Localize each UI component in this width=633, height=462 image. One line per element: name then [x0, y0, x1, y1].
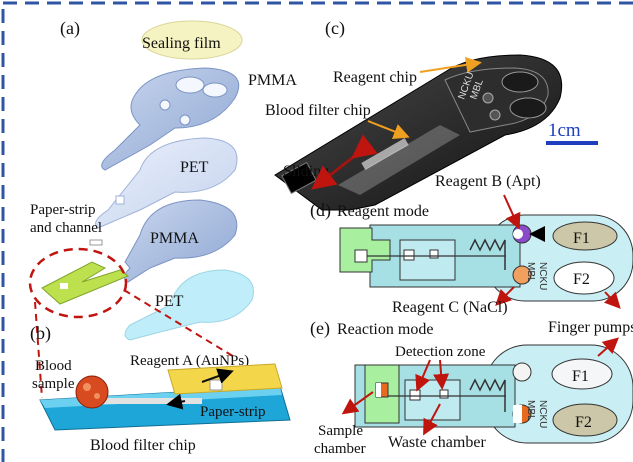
chip-photo-hole-1: [501, 71, 539, 93]
reaction-mode-f2: F2: [575, 414, 592, 431]
sample-chamber-label-1: Sample: [318, 423, 363, 439]
chip-photo-hole-2: [509, 97, 547, 119]
detection-zone-arrow-1: [415, 359, 431, 392]
reagent-mode-f2: F2: [573, 271, 590, 288]
green-paper-strip: [41, 261, 130, 305]
reagent-chip-arrow: [419, 56, 482, 73]
f2-arrow: [603, 291, 621, 309]
pmma-top-label: PMMA: [248, 72, 297, 89]
reagent-c-arrow: [495, 286, 515, 306]
pet-bottom-layer: [124, 269, 254, 341]
reagent-mode-f1: F1: [573, 230, 590, 247]
reaction-mode-label: Reaction mode: [337, 321, 433, 338]
reagent-a-label: Reagent A (AuNPs): [130, 353, 249, 369]
green-strip-window: [60, 283, 68, 289]
zoom-ellipse: [28, 247, 128, 319]
panel-a-label: (a): [60, 18, 80, 39]
panel-e-label: (e): [310, 318, 330, 339]
scale-bar: [546, 141, 598, 145]
sealing-film-layer: [141, 20, 243, 60]
panel-d-label: (d): [310, 200, 331, 221]
blood-filter-chip-arrow: [367, 120, 410, 140]
panel-c-label: (c): [325, 18, 345, 39]
sliding-arrow: [311, 134, 378, 190]
f1-finger-pump-arrow: [597, 337, 619, 357]
reaction-mode-f1: F1: [572, 368, 589, 385]
reaction-mode-chip: [354, 344, 633, 444]
zoom-line-left: [34, 301, 43, 399]
blood-sample-label-2: sample: [32, 376, 75, 392]
paper-strip-arrow: [166, 393, 186, 410]
waste-chamber-arrow: [423, 403, 441, 436]
reagent-a-arrow: [201, 368, 234, 384]
sliding-label: Sliding: [283, 163, 329, 180]
sealing-film-label: Sealing film: [142, 35, 221, 52]
sample-chamber-label-2: chamber: [314, 441, 366, 457]
cross-section-chip: [39, 363, 291, 431]
reagent-mode-chip: [339, 214, 633, 302]
reaction-mode-logo-1: NCKU: [537, 400, 548, 428]
blood-filter-chip-label-c: Blood filter chip: [265, 102, 371, 119]
panel-b-label: (b): [30, 323, 51, 344]
reagent-b-label: Reagent B (Apt): [435, 173, 541, 190]
paper-strip-channel-label-1: Paper-strip: [30, 202, 96, 218]
zoom-line-right: [123, 289, 237, 359]
pmma-bottom-label: PMMA: [150, 230, 199, 247]
reagent-mode-label: Reagent mode: [337, 203, 429, 220]
blood-sample-label-1: Blood: [35, 358, 72, 374]
pet-top-layer: [95, 137, 238, 229]
paper-strip-channel-label-2: and channel: [30, 220, 102, 236]
blood-filter-chip-label-b: Blood filter chip: [90, 437, 196, 454]
pmma-top-layer: [101, 67, 240, 171]
waste-chamber-label: Waste chamber: [388, 434, 486, 451]
reagent-mode-logo-2: MBL: [525, 262, 536, 283]
detection-zone-arrow-2: [433, 359, 450, 390]
pet-top-label: PET: [180, 159, 209, 176]
paper-strip-label: Paper-strip: [200, 404, 266, 420]
detection-zone-label: Detection zone: [395, 344, 486, 360]
reagent-c-label: Reagent C (NaCl): [392, 299, 508, 316]
reagent-mode-logo-1: NCKU: [537, 262, 548, 290]
pet-bottom-label: PET: [155, 293, 184, 310]
reaction-mode-logo-2: MBL: [525, 400, 536, 421]
reagent-b-arrow: [503, 194, 521, 230]
sample-chamber-arrow: [341, 391, 374, 415]
reagent-chip-label: Reagent chip: [333, 69, 417, 86]
finger-pumps-label: Finger pumps: [548, 319, 633, 336]
scale-bar-label: 1cm: [548, 120, 581, 141]
paper-strip-piece: [89, 239, 103, 246]
